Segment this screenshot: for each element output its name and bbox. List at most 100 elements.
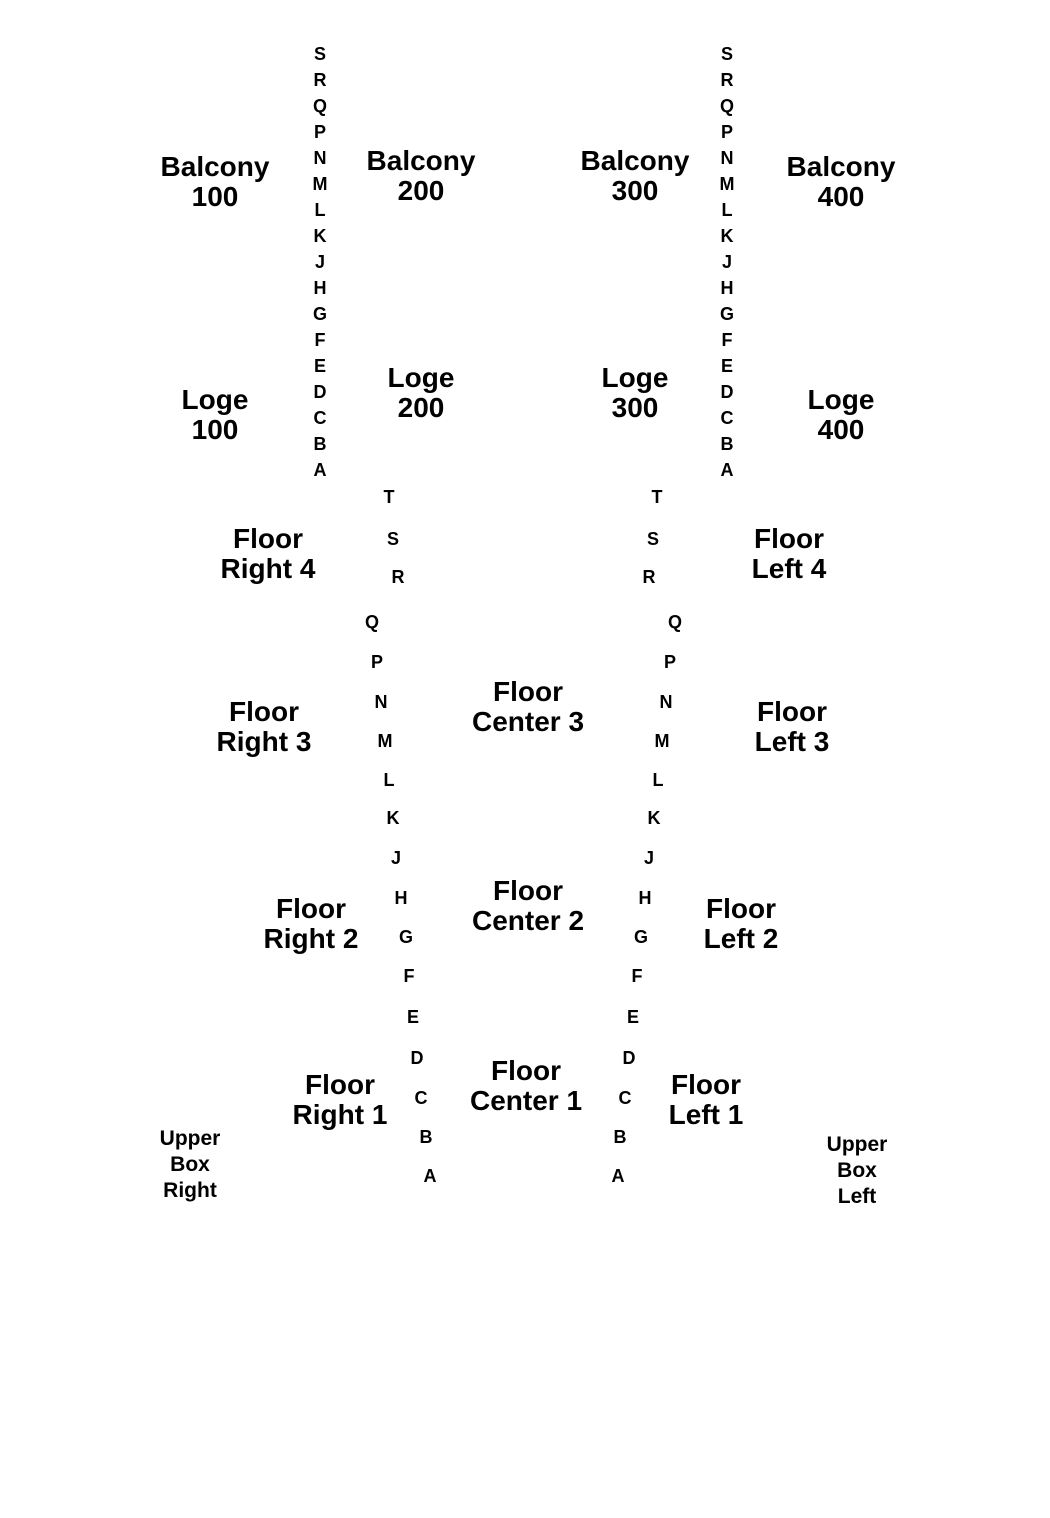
row-label: F bbox=[314, 330, 326, 350]
row-label: S bbox=[386, 529, 400, 549]
row-label: A bbox=[423, 1166, 437, 1186]
section-label-line: Box bbox=[837, 1159, 877, 1182]
row-label: F bbox=[631, 966, 643, 986]
row-label: C bbox=[414, 1088, 428, 1108]
row-label: B bbox=[419, 1127, 433, 1147]
section-label-line: 200 bbox=[397, 392, 445, 423]
row-label: D bbox=[410, 1048, 424, 1068]
section-label-line: Floor bbox=[232, 523, 303, 554]
row-label: Q bbox=[667, 612, 683, 632]
row-label: J bbox=[390, 848, 402, 868]
row-label: T bbox=[383, 487, 395, 507]
section-label-line: 400 bbox=[817, 414, 865, 445]
section-label-line: Left 3 bbox=[754, 726, 830, 757]
row-label: H bbox=[394, 888, 408, 908]
row-label: M bbox=[312, 174, 328, 194]
section-label-line: Right 4 bbox=[220, 553, 316, 584]
section-label-line: Right 2 bbox=[263, 923, 359, 954]
section-label-line: Floor bbox=[304, 1069, 375, 1100]
row-label: D bbox=[720, 382, 734, 402]
section-label-line: Balcony bbox=[786, 151, 896, 182]
row-label: G bbox=[312, 304, 328, 324]
row-label: K bbox=[647, 808, 661, 828]
section-label-line: Floor bbox=[757, 696, 827, 727]
row-label: A bbox=[313, 460, 327, 480]
section-label-line: Floor bbox=[706, 893, 776, 924]
row-label: N bbox=[659, 692, 673, 712]
row-label: T bbox=[651, 487, 663, 507]
row-label: P bbox=[313, 122, 327, 142]
section-label-line: 100 bbox=[191, 181, 239, 212]
row-label: S bbox=[646, 529, 660, 549]
row-label: G bbox=[719, 304, 735, 324]
row-label: K bbox=[386, 808, 400, 828]
row-label: L bbox=[721, 200, 733, 220]
row-label: H bbox=[720, 278, 734, 298]
section-label-line: Left 1 bbox=[668, 1099, 744, 1130]
section-label-line: Loge bbox=[601, 362, 669, 393]
row-label: R bbox=[642, 567, 656, 587]
section-label-line: Right 3 bbox=[216, 726, 312, 757]
section-label-line: Upper bbox=[826, 1133, 888, 1156]
row-label: Q bbox=[364, 612, 380, 632]
row-label: Q bbox=[312, 96, 328, 116]
row-label: A bbox=[611, 1166, 625, 1186]
row-label: C bbox=[313, 408, 327, 428]
section-label-line: Right bbox=[163, 1179, 217, 1202]
row-label: D bbox=[622, 1048, 636, 1068]
section-label-line: Right 1 bbox=[292, 1099, 388, 1130]
row-label: E bbox=[406, 1007, 420, 1027]
row-label: L bbox=[314, 200, 326, 220]
row-label: B bbox=[720, 434, 734, 454]
section-label-line: 300 bbox=[611, 392, 659, 423]
section-label-line: Floor bbox=[228, 696, 299, 727]
row-label: M bbox=[719, 174, 735, 194]
row-label: K bbox=[720, 226, 734, 246]
row-label: E bbox=[626, 1007, 640, 1027]
section-label-line: Floor bbox=[671, 1069, 741, 1100]
section-label-line: Box bbox=[170, 1153, 210, 1176]
row-label: L bbox=[652, 770, 664, 790]
row-label: M bbox=[654, 731, 670, 751]
row-label: K bbox=[313, 226, 327, 246]
section-label-line: Upper bbox=[159, 1127, 221, 1150]
section-label-line: 100 bbox=[191, 414, 239, 445]
section-label-line: Floor bbox=[492, 676, 563, 707]
row-label: E bbox=[720, 356, 734, 376]
section-label-line: 400 bbox=[817, 181, 865, 212]
row-label: P bbox=[663, 652, 677, 672]
section-label-line: 300 bbox=[611, 175, 659, 206]
row-label: N bbox=[313, 148, 327, 168]
section-label-line: Loge bbox=[387, 362, 455, 393]
section-label-line: Floor bbox=[490, 1055, 561, 1086]
row-label: C bbox=[618, 1088, 632, 1108]
row-label: M bbox=[377, 731, 393, 751]
row-label: C bbox=[720, 408, 734, 428]
row-label: J bbox=[643, 848, 655, 868]
row-label: A bbox=[720, 460, 734, 480]
row-label: D bbox=[313, 382, 327, 402]
row-label: S bbox=[313, 44, 327, 64]
section-label-line: Balcony bbox=[580, 145, 690, 176]
